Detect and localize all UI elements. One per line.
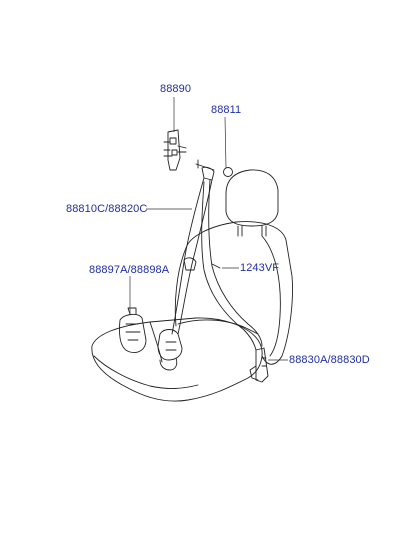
buckle-88897a xyxy=(119,307,147,353)
leader-lines xyxy=(129,97,288,361)
label-88890: 88890 xyxy=(160,83,192,95)
anchor-88830a xyxy=(249,347,269,383)
headrest xyxy=(225,169,279,237)
label-88897a-88898a: 88897A/88898A xyxy=(89,264,170,276)
lower-anchor xyxy=(157,329,183,371)
cap-88811 xyxy=(195,159,233,177)
seat-cushion xyxy=(91,317,263,402)
label-88811: 88811 xyxy=(211,104,242,116)
seat-back xyxy=(174,221,293,365)
label-1243vf: 1243VF xyxy=(240,262,280,274)
label-88810c-88820c: 88810C/88820C xyxy=(66,203,148,215)
guide-1243vf xyxy=(183,257,221,271)
leader-88811 xyxy=(224,116,227,169)
label-88830a-88830d: 88830A/88830D xyxy=(289,354,370,366)
retractor-88890 xyxy=(163,129,187,171)
seat-belt-webbing xyxy=(171,166,263,351)
